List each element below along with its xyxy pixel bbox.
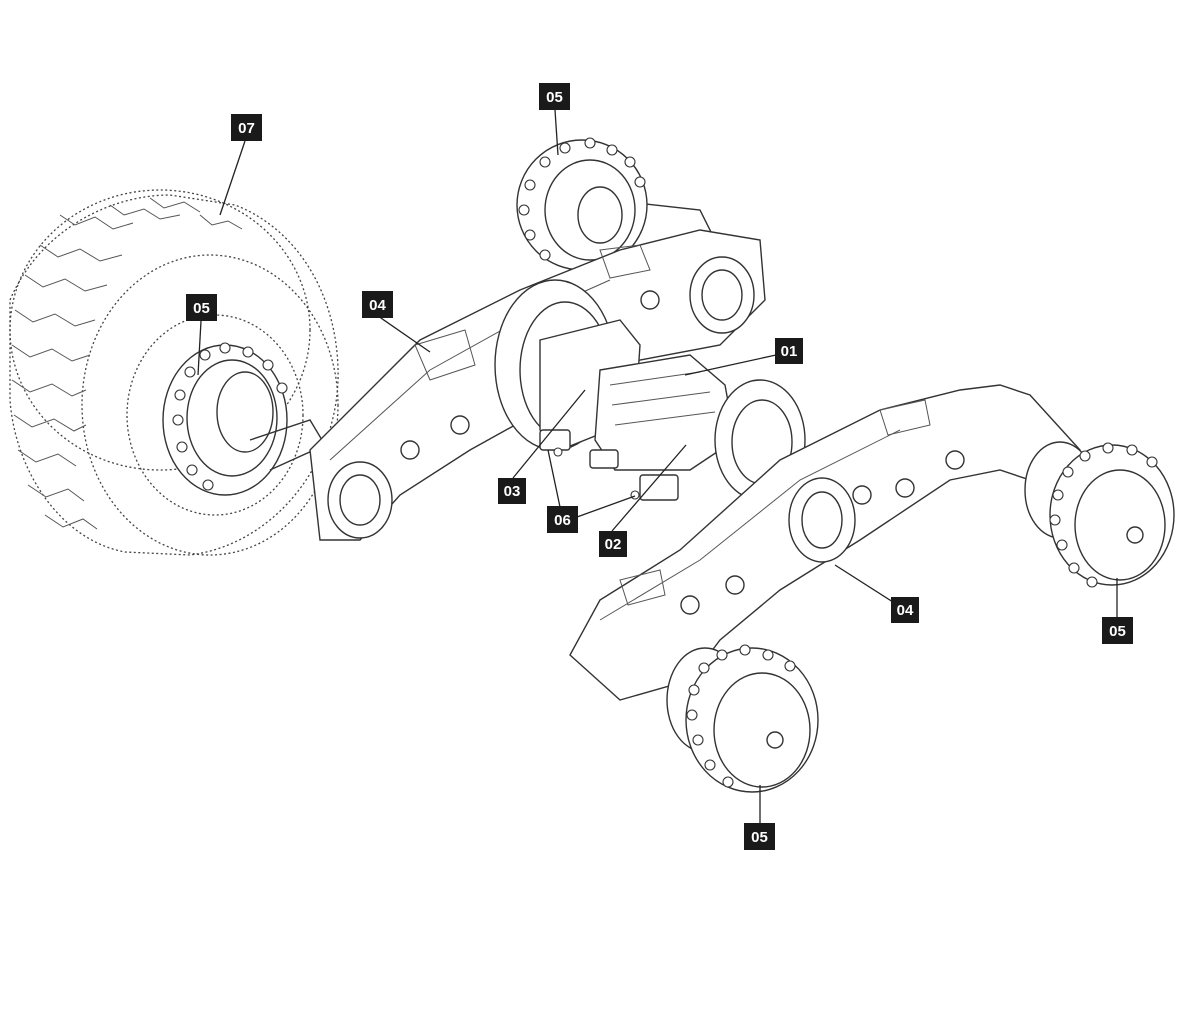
callout-02: 02 [599, 531, 627, 557]
tire [9, 189, 339, 556]
svg-text:01: 01 [781, 343, 798, 360]
callout-07: 07 [231, 114, 262, 141]
bogie-beam-right [569, 384, 1081, 701]
callout-03: 03 [498, 478, 526, 504]
callout-06: 06 [547, 506, 578, 533]
svg-text:03: 03 [504, 483, 521, 500]
leader-lines [197, 109, 1118, 823]
svg-text:05: 05 [546, 89, 563, 106]
callout-05-left: 05 [186, 294, 217, 321]
svg-text:06: 06 [554, 512, 571, 529]
svg-text:07: 07 [238, 120, 255, 137]
hub-right [1024, 441, 1175, 588]
callout-04-left: 04 [362, 291, 393, 318]
callout-04-right: 04 [891, 597, 919, 623]
callout-01: 01 [775, 338, 803, 364]
svg-text:05: 05 [193, 300, 210, 317]
svg-text:02: 02 [605, 536, 622, 553]
hub-bottom [666, 644, 819, 793]
callout-05-bottom: 05 [744, 823, 775, 850]
svg-text:04: 04 [369, 297, 386, 314]
svg-text:04: 04 [897, 602, 914, 619]
callout-05-right: 05 [1102, 617, 1133, 644]
callout-05-top: 05 [539, 83, 570, 110]
svg-text:05: 05 [1109, 623, 1126, 640]
svg-text:05: 05 [751, 829, 768, 846]
hub-left [162, 342, 327, 496]
